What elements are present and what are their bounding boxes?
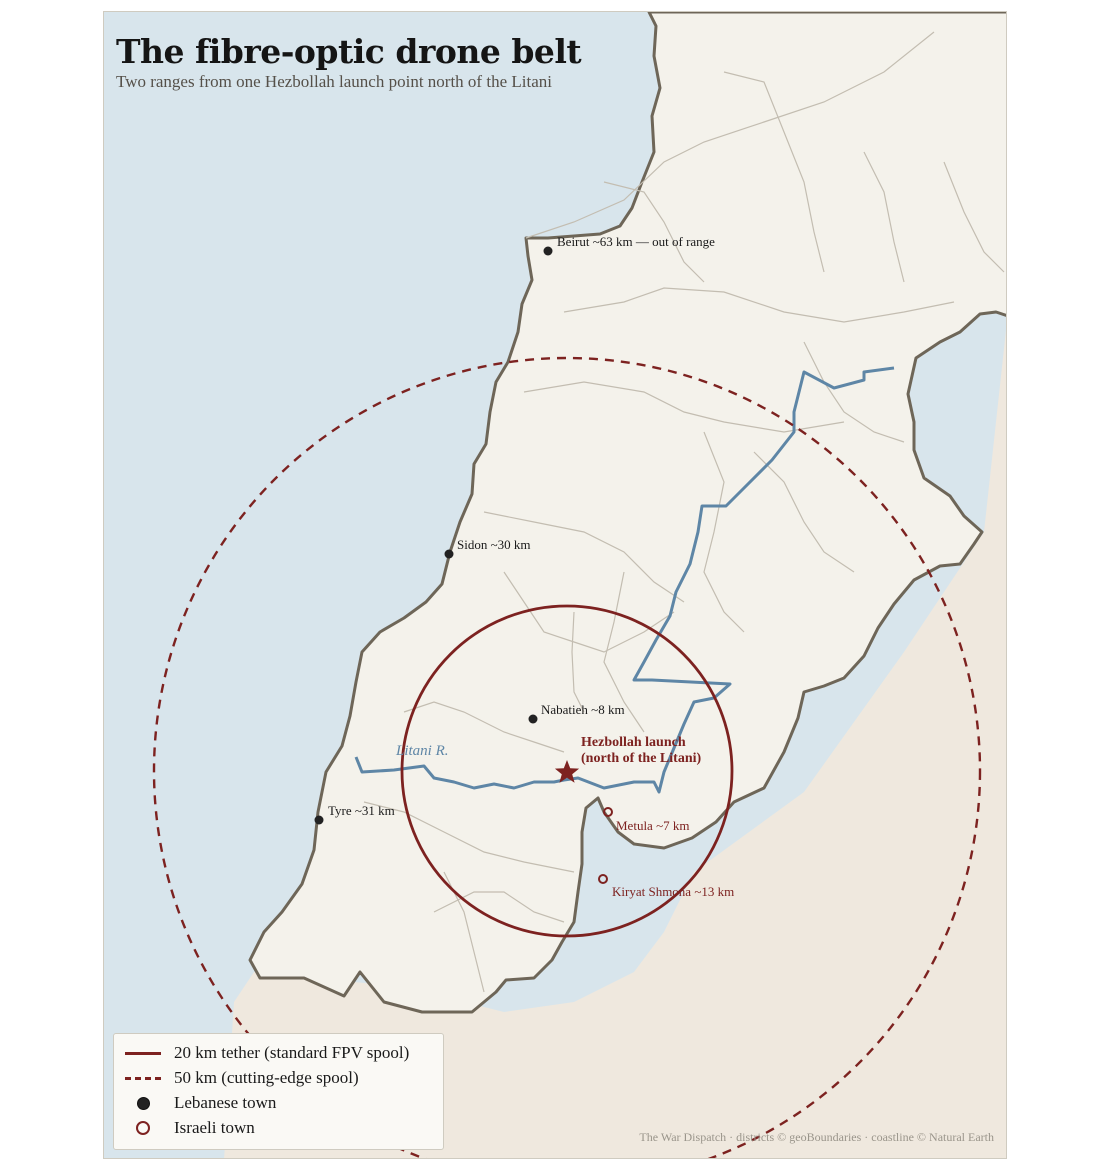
town-marker (603, 807, 613, 817)
litani-river (354, 366, 895, 794)
hollow-dot-icon (124, 1117, 162, 1139)
solid-line-swatch (124, 1042, 162, 1064)
town-label: Nabatieh ~8 km (541, 702, 625, 717)
town-tyre: Tyre ~31 km (314, 803, 395, 825)
legend-item-50km: 50 km (cutting-edge spool) (124, 1067, 359, 1089)
legend-label: 20 km tether (standard FPV spool) (174, 1043, 410, 1062)
range-20km-circle (400, 604, 734, 938)
town-label: Tyre ~31 km (328, 803, 395, 818)
town-marker (528, 714, 538, 724)
town-metula: Metula ~7 km (603, 807, 689, 833)
town-label: Sidon ~30 km (457, 537, 531, 552)
map-title: The fibre-optic drone belt (116, 32, 582, 71)
legend-item-israeli-town: Israeli town (124, 1117, 255, 1139)
map-frame: Litani R. Hezbollah launch (north of the… (103, 11, 1007, 1159)
legend: 20 km tether (standard FPV spool) 50 km … (113, 1033, 444, 1150)
legend-label: Israeli town (174, 1118, 255, 1137)
legend-label: 50 km (cutting-edge spool) (174, 1068, 359, 1087)
map-canvas: Litani R. Hezbollah launch (north of the… (152, 12, 1006, 1158)
town-marker (314, 815, 324, 825)
launch-star-icon (554, 760, 580, 783)
town-marker (444, 549, 454, 559)
lebanon-land (248, 12, 1006, 1014)
dashed-line-swatch (124, 1067, 162, 1089)
legend-item-lebanese-town: Lebanese town (124, 1092, 276, 1114)
town-kiryat-shmona: Kiryat Shmona ~13 km (598, 874, 734, 899)
legend-item-20km: 20 km tether (standard FPV spool) (124, 1042, 409, 1064)
legend-label: Lebanese town (174, 1093, 277, 1112)
town-nabatieh: Nabatieh ~8 km (528, 702, 625, 724)
neighbour-land (224, 12, 1006, 1158)
town-label: Beirut ~63 km — out of range (557, 234, 715, 249)
town-marker (598, 874, 608, 884)
range-50km-circle (152, 356, 982, 1158)
town-sidon: Sidon ~30 km (444, 537, 531, 559)
filled-dot-icon (124, 1092, 162, 1114)
town-label: Kiryat Shmona ~13 km (612, 884, 734, 899)
map-credit: The War Dispatch · districts © geoBounda… (639, 1130, 994, 1144)
town-marker (543, 246, 553, 256)
river-label: Litani R. (395, 743, 449, 759)
town-label: Metula ~7 km (616, 818, 689, 833)
launch-label-line2: (north of the Litani) (581, 751, 702, 766)
launch-point: Hezbollah launch (north of the Litani) (554, 735, 702, 783)
town-beirut: Beirut ~63 km — out of range (543, 234, 715, 256)
map-subtitle: Two ranges from one Hezbollah launch poi… (116, 72, 552, 91)
launch-label-line1: Hezbollah launch (581, 735, 686, 750)
